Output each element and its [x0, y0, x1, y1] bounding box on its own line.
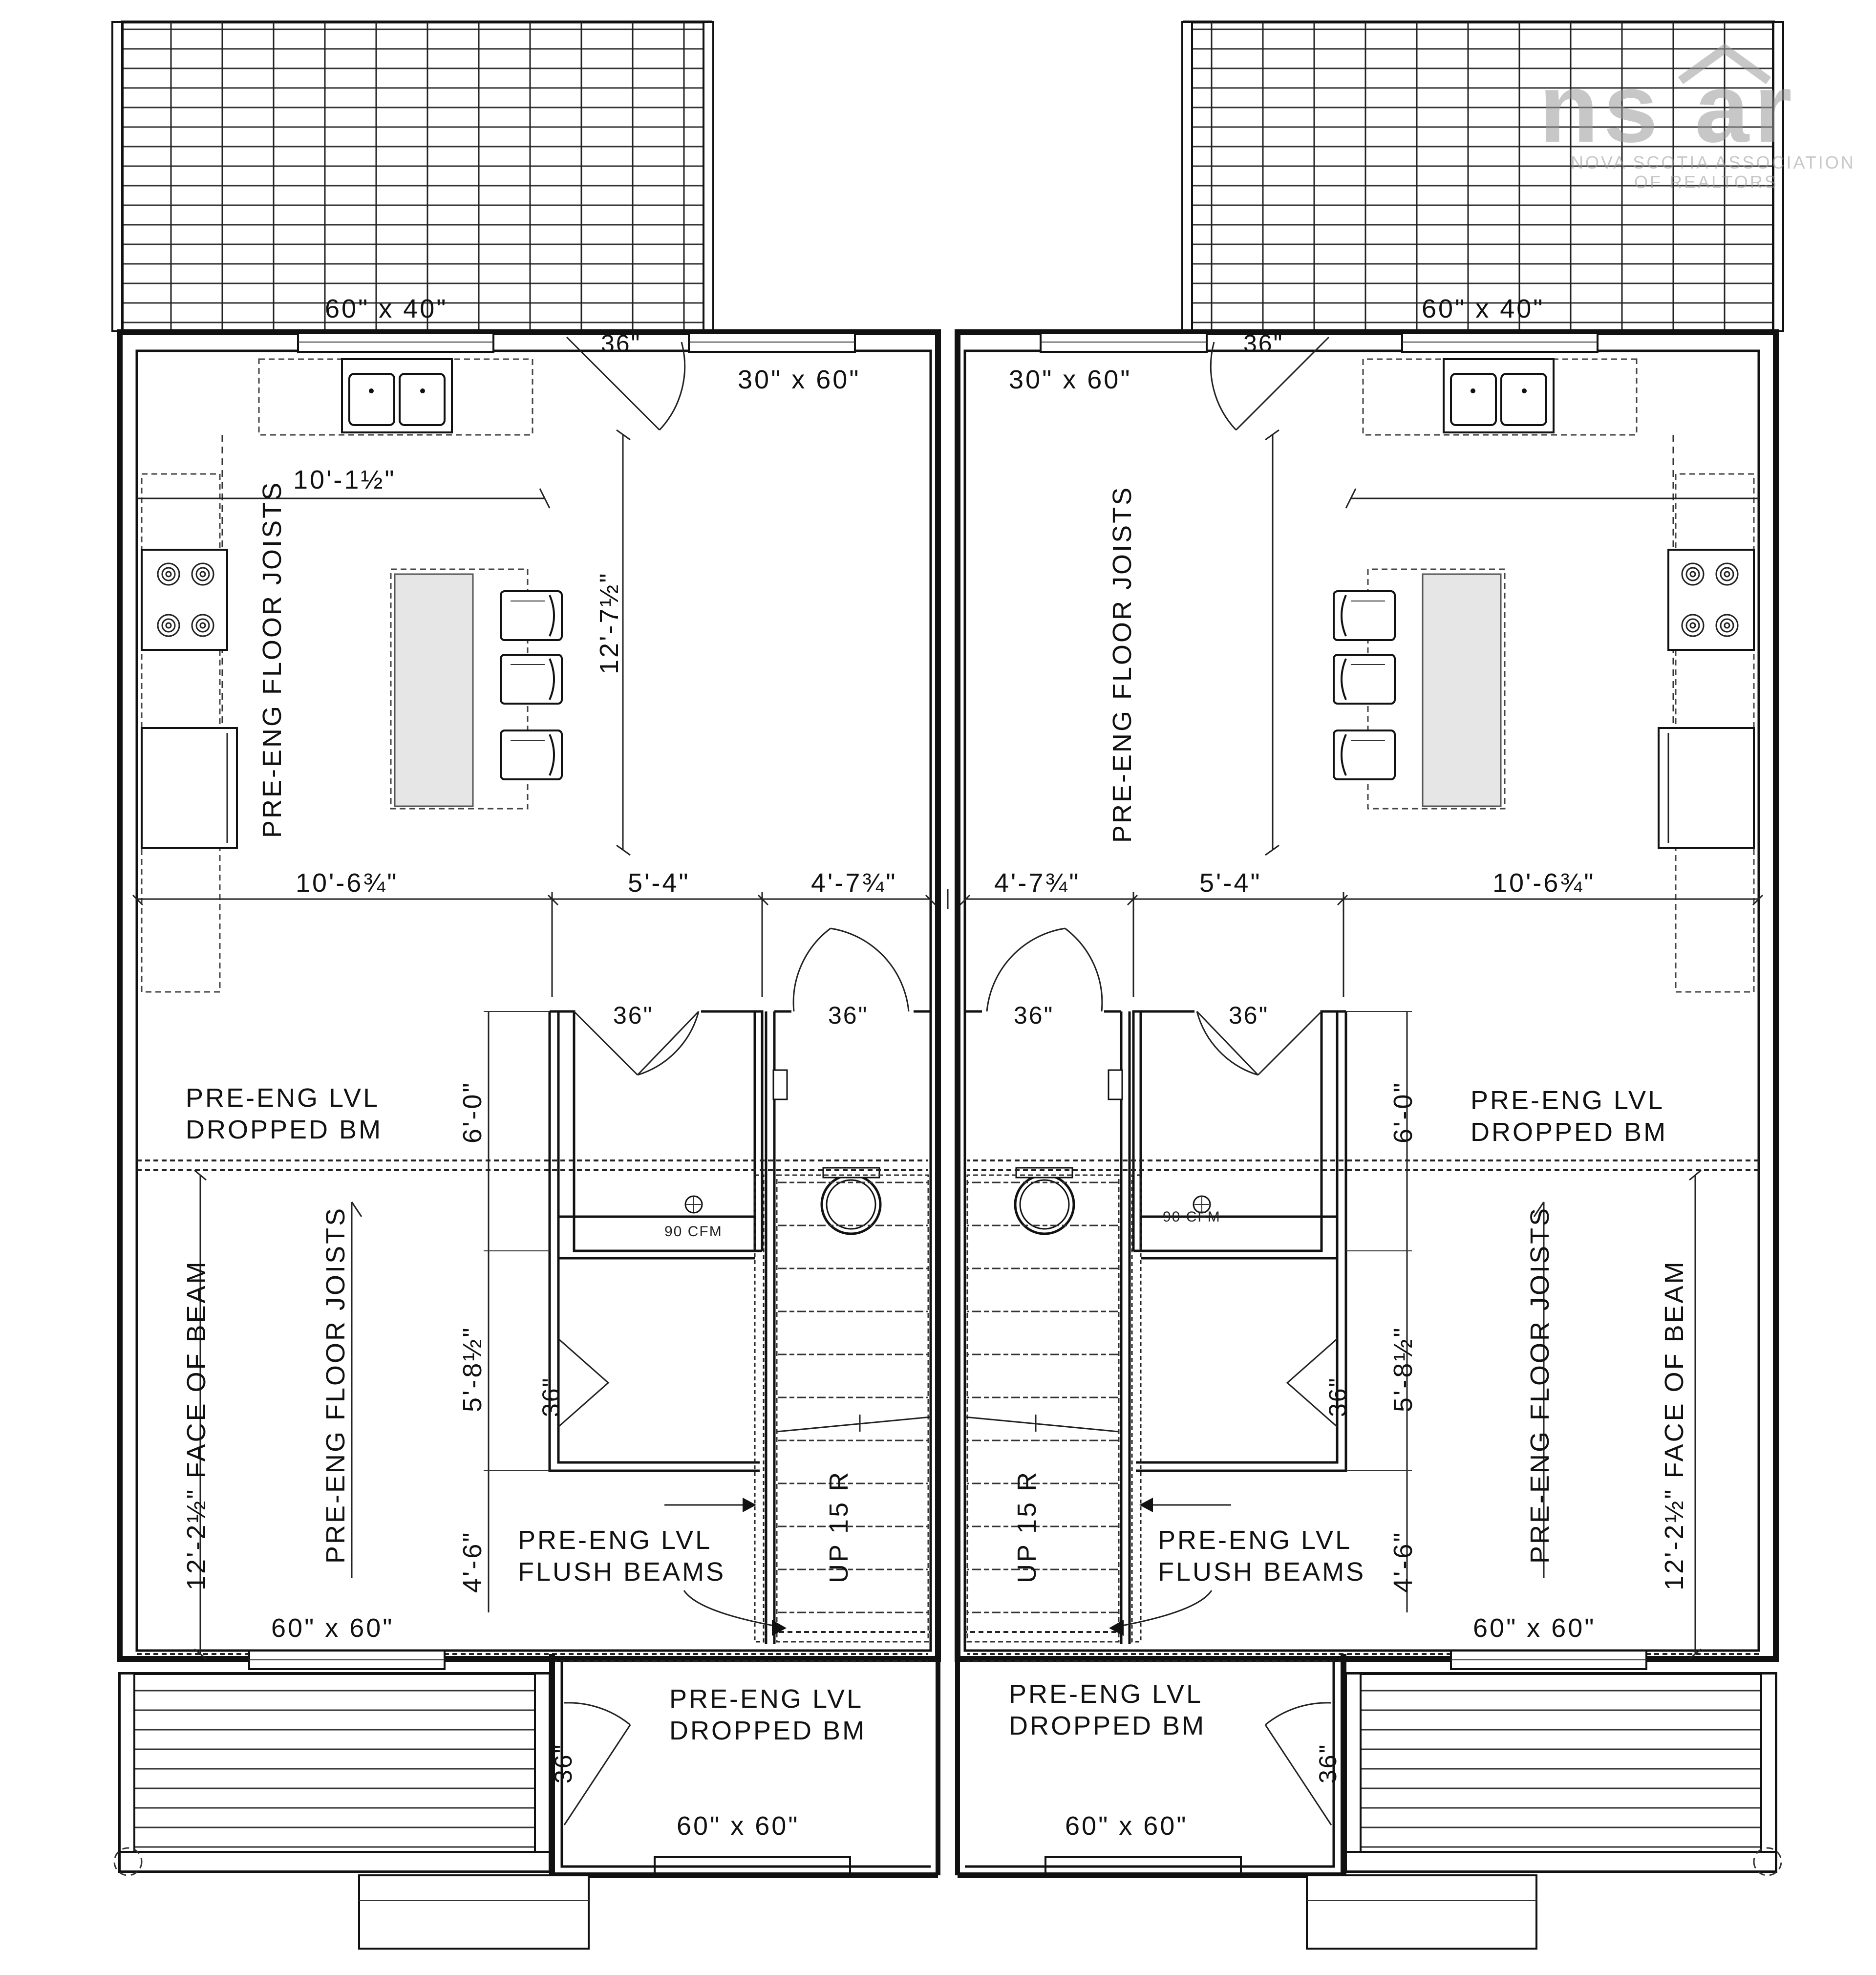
dim-label: 4'-6"	[1388, 1530, 1418, 1593]
floor-joists-label: PRE-ENG FLOOR JOISTS	[1525, 1206, 1555, 1564]
window-size-label: 30" x 60"	[1009, 365, 1131, 394]
beam-label: DROPPED BM	[1471, 1117, 1667, 1147]
unit-right	[958, 22, 1783, 1949]
deck-size-label: 60" x 40"	[325, 294, 448, 323]
deck-size-label: 60" x 40"	[1422, 294, 1544, 323]
beam-label: PRE-ENG LVL	[669, 1684, 863, 1714]
dim-label: 4'-7¾"	[811, 868, 897, 898]
beam-label: PRE-ENG LVL	[518, 1525, 712, 1555]
labels-right: 60" x 40" 36" 30" x 60" PRE-ENG FLOOR JO…	[994, 294, 1689, 1841]
dim-label: 10'-1½"	[293, 465, 396, 494]
beam-label: DROPPED BM	[1009, 1711, 1206, 1740]
door-size-label: 36"	[537, 1377, 565, 1417]
stairs-label: UP 15 R	[1012, 1470, 1042, 1583]
floor-joists-label: PRE-ENG FLOOR JOISTS	[321, 1206, 350, 1564]
door-size-label: 36"	[828, 1002, 868, 1029]
watermark-line2: OF REALTORS	[1634, 172, 1778, 192]
watermark-line1: NOVA SCOTIA ASSOCIATION	[1571, 152, 1855, 172]
labels-left: 60" x 40" 36" 30" x 60" 10'-1½" 12'-7½" …	[182, 294, 897, 1841]
beam-label: DROPPED BM	[186, 1115, 383, 1144]
dim-label: 6'-0"	[458, 1081, 487, 1143]
unit-left	[112, 22, 938, 1949]
door-size-label: 36"	[1229, 1002, 1269, 1029]
dim-label: 4'-6"	[458, 1530, 487, 1593]
door-size-label: 36"	[601, 330, 641, 357]
floor-joists-label: PRE-ENG FLOOR JOISTS	[1108, 486, 1137, 843]
dim-label: 12'-2½" FACE OF BEAM	[1660, 1260, 1689, 1590]
fan-label: 90 CFM	[664, 1224, 723, 1240]
fan-label: 90 CFM	[1163, 1209, 1221, 1225]
window-size-label: 60" x 60"	[677, 1811, 799, 1841]
beam-label: PRE-ENG LVL	[186, 1083, 380, 1113]
dim-label: 4'-7¾"	[994, 868, 1081, 898]
dim-label: 10'-6¾"	[1492, 868, 1596, 898]
door-size-label: 36"	[613, 1002, 653, 1029]
door-size-label: 36"	[1324, 1377, 1351, 1417]
window-size-label: 60" x 60"	[271, 1613, 394, 1643]
door-size-label: 36"	[550, 1743, 577, 1783]
dim-label: 6'-0"	[1388, 1081, 1418, 1143]
door-size-label: 36"	[1014, 1002, 1054, 1029]
door-size-label: 36"	[1243, 330, 1283, 357]
beam-label: FLUSH BEAMS	[1158, 1557, 1365, 1587]
beam-label: DROPPED BM	[669, 1716, 866, 1745]
dim-label: 5'-4"	[1199, 868, 1262, 898]
watermark-logo: ns ar NOVA SCOTIA ASSOCIATION OF REALTOR…	[1539, 43, 1855, 192]
dim-label: 5'-8½"	[458, 1326, 487, 1412]
beam-label: PRE-ENG LVL	[1471, 1086, 1664, 1115]
floor-joists-label: PRE-ENG FLOOR JOISTS	[257, 481, 287, 838]
door-size-label: 36"	[1314, 1743, 1342, 1783]
stairs-label: UP 15 R	[824, 1470, 853, 1583]
beam-label: FLUSH BEAMS	[518, 1557, 725, 1587]
window-size-label: 60" x 60"	[1473, 1613, 1596, 1643]
dim-label: 12'-2½" FACE OF BEAM	[182, 1260, 211, 1590]
dim-label: 5'-4"	[628, 868, 690, 898]
window-size-label: 60" x 60"	[1065, 1811, 1188, 1841]
window-size-label: 30" x 60"	[738, 365, 860, 394]
dim-label: 10'-6¾"	[296, 868, 399, 898]
beam-label: PRE-ENG LVL	[1158, 1525, 1352, 1555]
beam-label: PRE-ENG LVL	[1009, 1679, 1203, 1709]
dim-label: 12'-7½"	[595, 571, 624, 674]
dim-label: 5'-8½"	[1388, 1326, 1418, 1412]
